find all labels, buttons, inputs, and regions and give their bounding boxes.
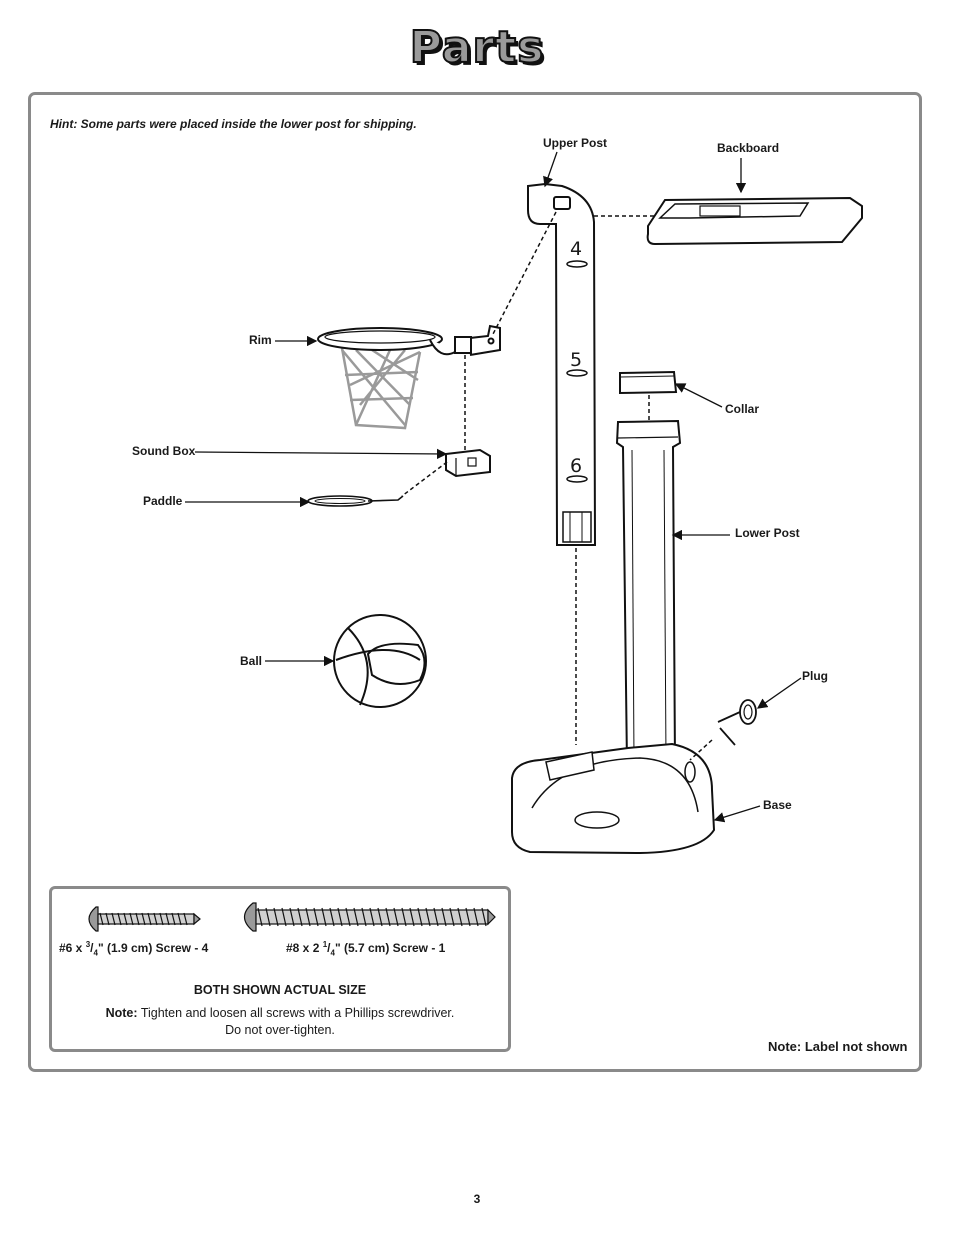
shipping-hint: Hint: Some parts were placed inside the … — [50, 117, 417, 131]
upper-post-drawing — [527, 182, 597, 546]
ball-drawing — [333, 614, 427, 708]
post-number-5: 5 — [570, 349, 583, 371]
assembly-lines — [401, 211, 713, 761]
rim-drawing — [317, 324, 501, 430]
screws-box: #6 x 3/4" (1.9 cm) Screw - 4 #8 x 2 1/4"… — [49, 886, 511, 1052]
screw-note: Note: Tighten and loosen all screws with… — [52, 1005, 508, 1039]
screw-note-text: Tighten and loosen all screws with a Phi… — [140, 1006, 455, 1020]
large-screw-label: #8 x 2 1/4" (5.7 cm) Screw - 1 — [286, 940, 446, 958]
base-drawing — [511, 742, 716, 855]
label-arrows — [185, 151, 802, 823]
post-number-6: 6 — [570, 455, 583, 477]
paddle-drawing — [307, 495, 404, 507]
plug-drawing — [717, 699, 757, 746]
label-not-shown-note: Note: Label not shown — [768, 1039, 908, 1054]
label-rim: Rim — [249, 333, 272, 347]
small-screw-label: #6 x 3/4" (1.9 cm) Screw - 4 — [59, 940, 209, 958]
label-paddle: Paddle — [143, 494, 183, 508]
label-backboard: Backboard — [717, 141, 780, 155]
parts-frame — [28, 92, 922, 1072]
label-ball: Ball — [240, 654, 263, 668]
label-upper-post: Upper Post — [543, 136, 608, 150]
collar-drawing — [619, 370, 678, 395]
label-base: Base — [763, 798, 792, 812]
small-screw-drawing — [88, 906, 201, 932]
backboard-drawing — [646, 196, 863, 246]
lower-post-drawing — [615, 419, 682, 766]
page-title: Parts — [409, 21, 545, 74]
screw-note-text-2: Do not over-tighten. — [225, 1023, 335, 1037]
label-collar: Collar — [725, 402, 760, 416]
label-plug: Plug — [802, 669, 828, 683]
post-number-4: 4 — [570, 238, 583, 260]
page-number: 3 — [473, 1192, 481, 1206]
large-screw-drawing — [243, 902, 496, 932]
screw-note-label: Note: — [105, 1006, 138, 1020]
actual-size-caption: BOTH SHOWN ACTUAL SIZE — [193, 983, 367, 997]
label-sound-box: Sound Box — [132, 444, 196, 458]
sound-box-drawing — [445, 448, 491, 478]
label-lower-post: Lower Post — [735, 526, 800, 540]
screws-drawing — [88, 902, 496, 932]
